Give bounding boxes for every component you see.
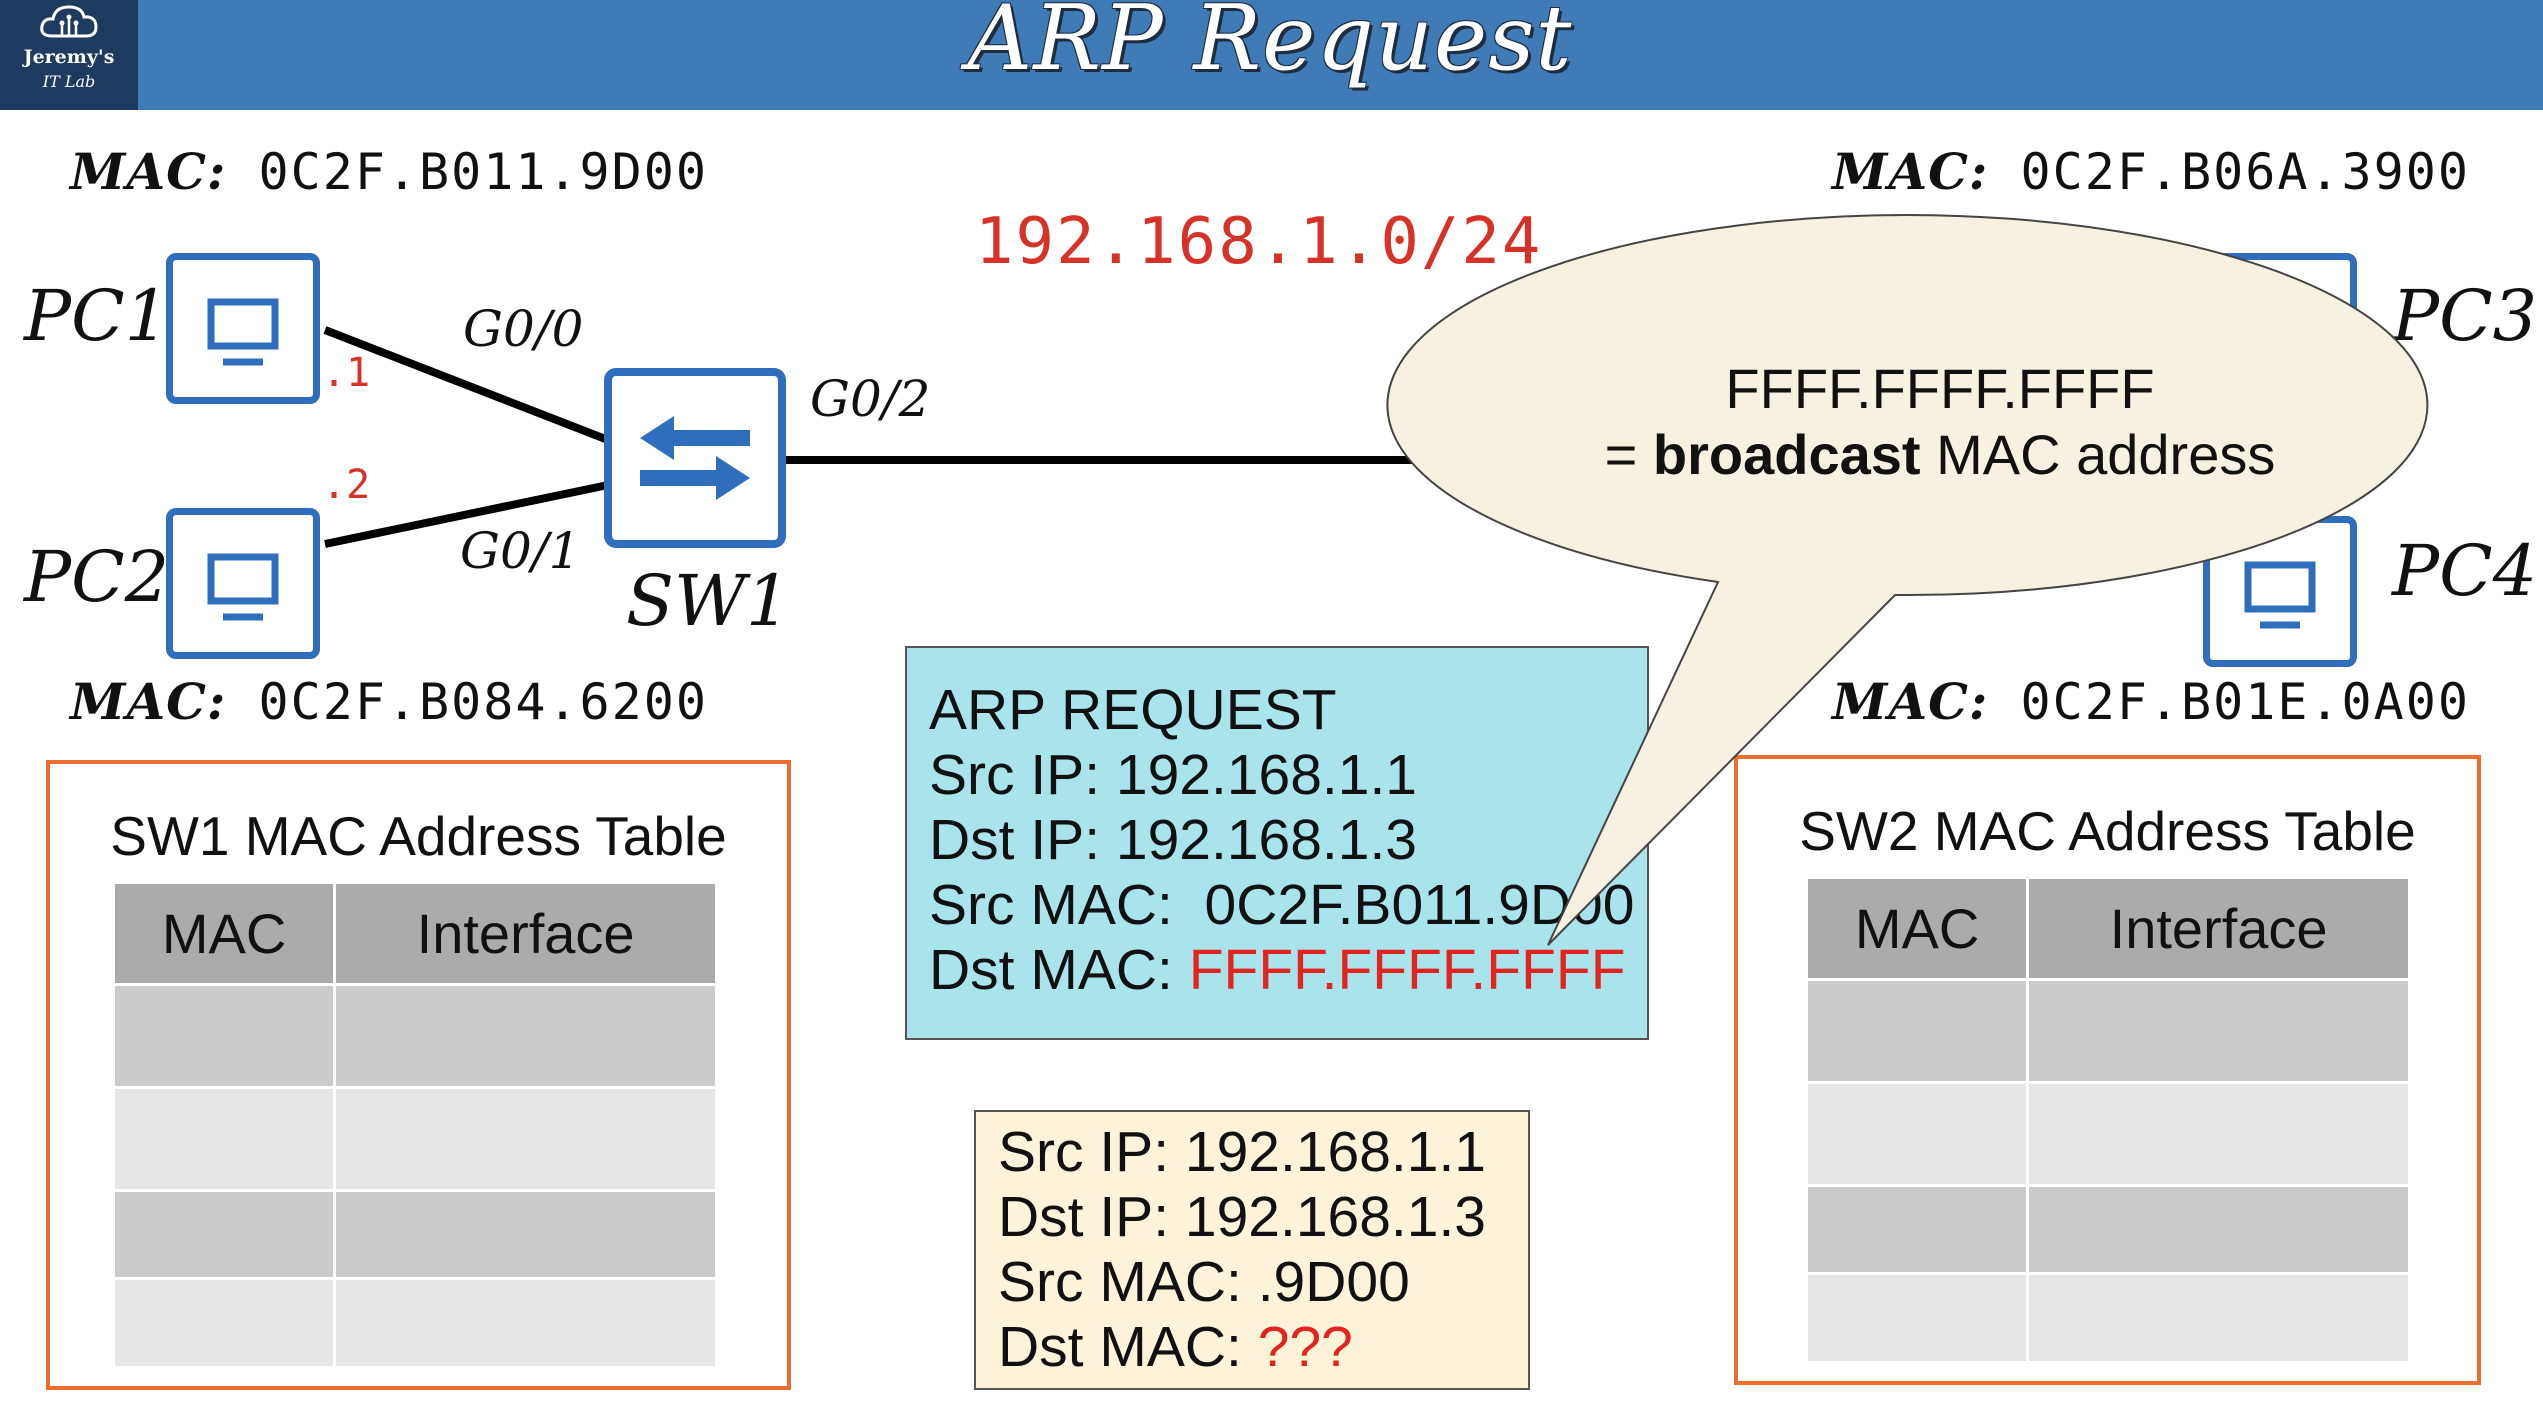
table-cell xyxy=(2027,1080,2408,1185)
pc2-label: PC2 xyxy=(24,536,170,618)
table-row xyxy=(1808,1183,2408,1273)
logo-text-line1: Jeremy's xyxy=(23,46,115,68)
callout-text: FFFF.FFFF.FFFF = broadcast MAC address xyxy=(1420,356,2460,488)
sw1-label: SW1 xyxy=(626,560,791,642)
link-pc1-sw1 xyxy=(323,326,610,444)
col-mac-header: MAC xyxy=(1808,879,2030,979)
table-cell xyxy=(334,982,715,1087)
table-cell xyxy=(1808,1080,2030,1185)
sw2-table-title: SW2 MAC Address Table xyxy=(1799,800,2416,862)
frame-header-box: Src IP: 192.168.1.1 Dst IP: 192.168.1.3 … xyxy=(974,1110,1530,1390)
table-cell xyxy=(334,1188,715,1278)
table-cell xyxy=(1808,977,2030,1082)
table-cell xyxy=(2027,1183,2408,1273)
frame-dst-ip: Dst IP: 192.168.1.3 xyxy=(998,1185,1486,1249)
table-cell xyxy=(115,1188,337,1278)
if-g01-label: G0/1 xyxy=(460,522,581,580)
pc1-mac-label: MAC: 0C2F.B011.9D00 xyxy=(70,142,708,201)
pc4-label: PC4 xyxy=(2392,530,2538,612)
pc2-device[interactable] xyxy=(166,508,320,659)
sw1-device[interactable] xyxy=(604,368,786,548)
pc-monitor-icon xyxy=(207,553,279,621)
header-banner xyxy=(0,0,2543,110)
table-cell xyxy=(1808,1183,2030,1273)
callout-line2: = broadcast MAC address xyxy=(1604,423,2276,486)
table-cell xyxy=(1808,1271,2030,1361)
table-cell xyxy=(334,1276,715,1366)
table-cell xyxy=(2027,977,2408,1082)
if-g00-label: G0/0 xyxy=(463,300,584,358)
table-row xyxy=(115,1085,715,1190)
arp-dst-mac: Dst MAC: FFFF.FFFF.FFFF xyxy=(929,938,1626,1002)
logo-text-line2: IT Lab xyxy=(42,72,96,91)
col-interface-header: Interface xyxy=(334,884,715,984)
pc1-device[interactable] xyxy=(166,253,320,404)
table-row xyxy=(115,982,715,1087)
table-row xyxy=(1808,1271,2408,1361)
arp-src-ip: Src IP: 192.168.1.1 xyxy=(929,743,1417,807)
table-row xyxy=(115,1188,715,1278)
table-row xyxy=(1808,977,2408,1082)
col-mac-header: MAC xyxy=(115,884,337,984)
pc-monitor-icon xyxy=(2244,561,2316,629)
pc2-mac-label: MAC: 0C2F.B084.6200 xyxy=(70,672,708,731)
pc3-label: PC3 xyxy=(2392,275,2538,357)
pc4-mac-label: MAC: 0C2F.B01E.0A00 xyxy=(1832,672,2470,731)
frame-src-mac: Src MAC: .9D00 xyxy=(998,1250,1410,1314)
table-cell xyxy=(115,982,337,1087)
table-row xyxy=(115,1276,715,1366)
frame-dst-mac: Dst MAC: ??? xyxy=(998,1315,1353,1379)
pc3-mac-label: MAC: 0C2F.B06A.3900 xyxy=(1832,142,2470,201)
table-cell xyxy=(115,1085,337,1190)
switch-arrows-icon xyxy=(640,416,750,500)
pc1-label: PC1 xyxy=(24,275,170,357)
pc2-ip-suffix: .2 xyxy=(322,462,371,508)
frame-src-ip: Src IP: 192.168.1.1 xyxy=(998,1120,1486,1184)
subnet-label: 192.168.1.0/24 xyxy=(975,205,1543,279)
page-title: ARP Request xyxy=(967,0,1573,91)
arp-dst-ip: Dst IP: 192.168.1.3 xyxy=(929,808,1417,872)
col-interface-header: Interface xyxy=(2027,879,2408,979)
cloud-circuit-logo-icon xyxy=(40,5,98,38)
link-pc2-sw1 xyxy=(324,481,609,548)
table-cell xyxy=(115,1276,337,1366)
table-cell xyxy=(334,1085,715,1190)
logo: Jeremy's IT Lab xyxy=(0,0,138,110)
arp-request-heading: ARP REQUEST xyxy=(929,678,1337,742)
sw1-table-title: SW1 MAC Address Table xyxy=(110,805,727,867)
callout-line1: FFFF.FFFF.FFFF xyxy=(1725,357,2155,420)
if-g02-label: G0/2 xyxy=(810,370,931,428)
table-row xyxy=(1808,1080,2408,1185)
pc-monitor-icon xyxy=(207,298,279,366)
table-cell xyxy=(2027,1271,2408,1361)
pc1-ip-suffix: .1 xyxy=(322,350,371,396)
